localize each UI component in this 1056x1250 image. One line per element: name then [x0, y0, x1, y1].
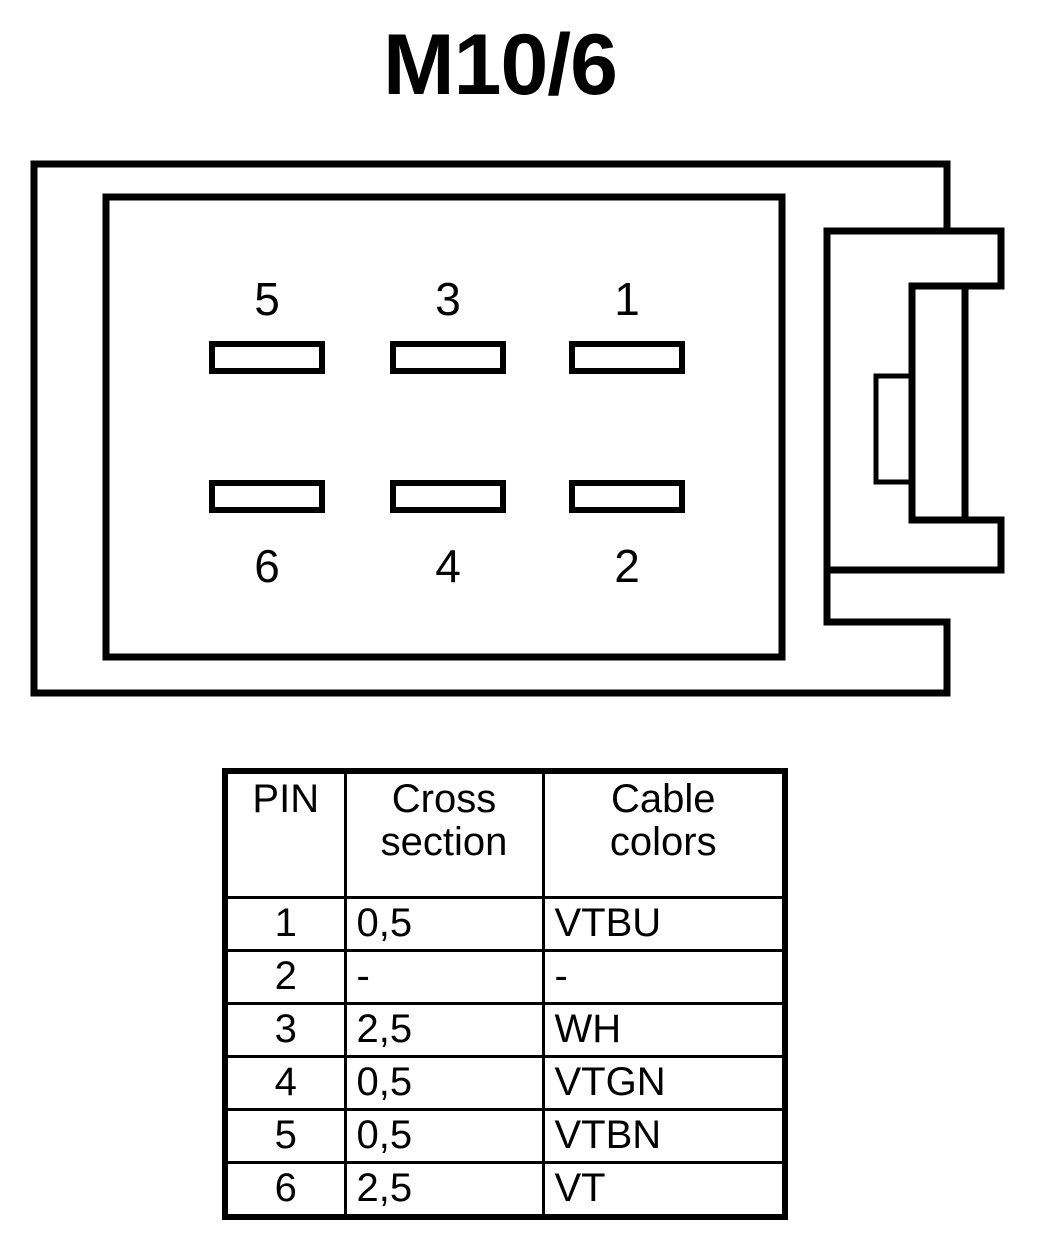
pin-number-3: 3 [435, 273, 461, 325]
connector-inner-face [102, 193, 786, 661]
pin-slot-1 [569, 341, 685, 374]
cell-cross-section: 0,5 [343, 896, 545, 952]
cell-cross-section: 2,5 [343, 1161, 545, 1219]
connector-outer-body [30, 160, 951, 697]
pin-number-5: 5 [254, 273, 280, 325]
pin-slot-6 [209, 480, 325, 513]
cell-cable-colors: VTBN [541, 1108, 787, 1164]
pin-slot-3 [390, 341, 506, 374]
latch-inner-box-outer [908, 282, 969, 524]
pin-slot-4 [390, 480, 506, 513]
pin-assignment-table: PIN Cross section Cable colors 1 0,5 VTB… [222, 768, 788, 1220]
colors-header-line2: colors [609, 820, 717, 865]
table-row: 3 2,5 WH [223, 1002, 787, 1058]
cell-pin: 3 [223, 1002, 347, 1058]
cell-pin: 2 [223, 949, 347, 1005]
colors-header-line1: Cable [610, 777, 716, 821]
table-row: 4 0,5 VTGN [223, 1055, 787, 1111]
pin-number-4: 4 [435, 540, 461, 592]
pin-number-6: 6 [254, 540, 280, 592]
page-title: M10/6 [382, 17, 618, 113]
pin-number-2: 2 [614, 540, 640, 592]
cell-pin: 5 [223, 1108, 347, 1164]
latch-inner-box-inner [873, 373, 915, 485]
column-header-cable-colors: Cable colors [541, 769, 787, 899]
table-row: 1 0,5 VTBU [223, 896, 787, 952]
cell-pin: 4 [223, 1055, 347, 1111]
pin-slot-5 [209, 341, 325, 374]
cell-cross-section: - [343, 949, 545, 1005]
table-row: 2 - - [223, 949, 787, 1005]
table-header-row: PIN Cross section Cable colors [223, 769, 787, 899]
cell-cable-colors: WH [541, 1002, 787, 1058]
table-row: 5 0,5 VTBN [223, 1108, 787, 1164]
cell-cable-colors: VTGN [541, 1055, 787, 1111]
pin-slot-2 [569, 480, 685, 513]
pin-number-1: 1 [614, 273, 640, 325]
table-row: 6 2,5 VT [223, 1161, 787, 1219]
cell-cross-section: 0,5 [343, 1055, 545, 1111]
connector-diagram [30, 160, 1005, 697]
cross-header-line2: section [380, 820, 508, 865]
cell-cross-section: 2,5 [343, 1002, 545, 1058]
cross-header-line1: Cross [391, 777, 497, 821]
column-header-cross-section: Cross section [343, 769, 545, 899]
cell-cross-section: 0,5 [343, 1108, 545, 1164]
cell-cable-colors: VTBU [541, 896, 787, 952]
column-header-pin: PIN [223, 769, 347, 899]
cell-cable-colors: - [541, 949, 787, 1005]
cell-pin: 1 [223, 896, 347, 952]
cell-cable-colors: VT [541, 1161, 787, 1219]
cell-pin: 6 [223, 1161, 347, 1219]
